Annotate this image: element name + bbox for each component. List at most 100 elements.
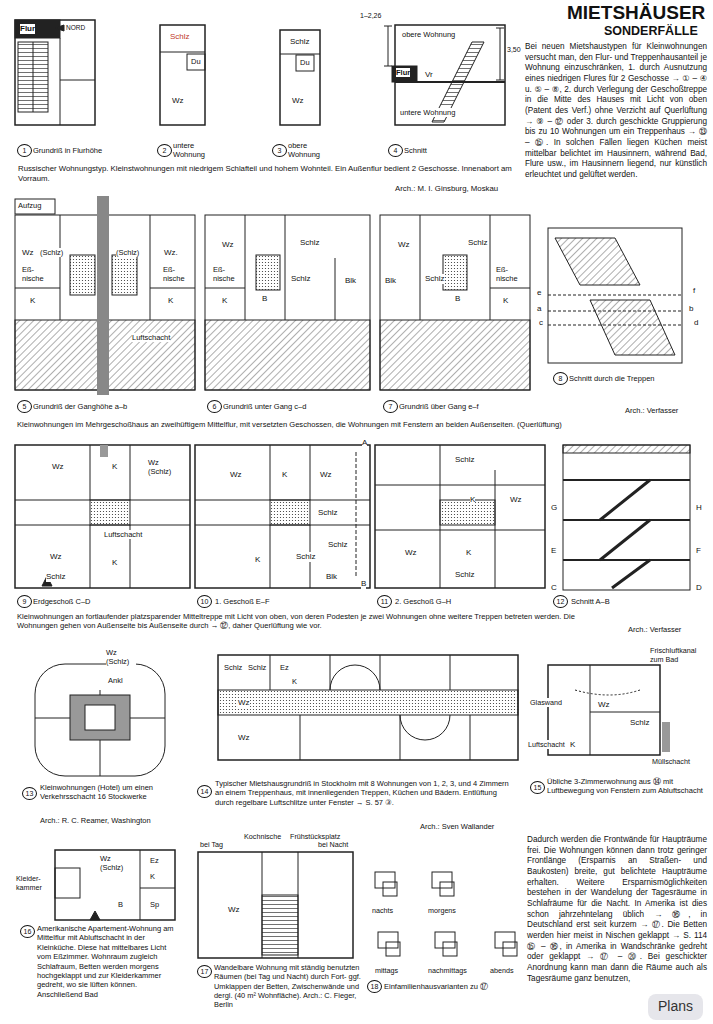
label: e <box>537 288 541 298</box>
callout-number: 14 <box>197 785 212 798</box>
callout-number: 18 <box>367 980 382 993</box>
label: untere Wohnung <box>173 141 221 160</box>
label: B <box>361 579 366 589</box>
label: Blk <box>345 276 356 286</box>
callout-number: 12 <box>553 595 568 608</box>
label: Eß-nische <box>22 265 48 284</box>
label: f <box>693 286 695 296</box>
label: K <box>570 740 575 750</box>
label: Schnitt <box>404 146 427 155</box>
label: A <box>362 438 367 448</box>
label: B <box>455 294 460 304</box>
label: Schnitt durch die Treppen <box>569 374 654 383</box>
label: D <box>696 583 702 593</box>
callout-number: 6 <box>207 400 222 413</box>
label: Schlz <box>224 663 242 672</box>
label: G <box>551 503 557 513</box>
label: Wz <box>405 548 417 558</box>
label: Grundriß über Gang e–f <box>399 402 479 411</box>
callout-number: 11 <box>377 595 392 608</box>
label: K <box>30 296 35 306</box>
label: Ez <box>150 856 159 865</box>
label: Arch.: Sven Wallander <box>420 822 494 831</box>
label: Flur <box>396 68 410 77</box>
label: B <box>262 294 267 304</box>
label: Du <box>300 58 310 67</box>
label: K <box>255 555 260 565</box>
label: H <box>696 503 702 513</box>
label: SONDERFÄLLE <box>604 24 698 40</box>
callout-number: 7 <box>383 400 398 413</box>
label: Wz (Schlz) <box>148 458 174 477</box>
label: Ankl <box>108 676 123 685</box>
label: Schlz <box>248 663 266 672</box>
label: Ez <box>280 663 289 672</box>
label: NORD <box>66 24 85 32</box>
label: a <box>537 304 541 314</box>
caption-text: Wandelbare Wohnung mit ständig benutzten… <box>214 963 362 1009</box>
label: Grundriß in Flurhöhe <box>33 146 102 155</box>
label: mittags <box>375 966 398 975</box>
callout-number: 3 <box>272 144 287 157</box>
label: K <box>112 558 117 568</box>
label: Wz <box>50 552 62 562</box>
label: (Schlz) <box>116 248 139 257</box>
label: K <box>112 462 117 472</box>
callout-number: 5 <box>17 400 32 413</box>
label: 2. Geschoß G–H <box>395 597 451 606</box>
label: K <box>150 872 155 881</box>
caption-text: Dadurch werden die Frontwände für Hauptr… <box>527 835 707 984</box>
label: Wz <box>228 905 240 915</box>
label: Schlz <box>468 238 488 248</box>
label: Eß-nische <box>163 265 189 284</box>
label: Grundriß der Ganghöhe a–b <box>33 402 127 411</box>
caption-text: Kleinwohnungen an fortlaufender platzspa… <box>17 612 617 631</box>
label: K <box>292 677 297 686</box>
label: Wz <box>320 470 332 480</box>
label: d <box>694 318 698 328</box>
callout-number: 17 <box>197 965 212 978</box>
label: morgens <box>428 906 456 915</box>
callout-number: 4 <box>388 144 403 157</box>
label: 1–2,26 <box>360 12 381 21</box>
label: 3,50 <box>507 46 521 55</box>
label: K <box>282 470 287 480</box>
label: Wz <box>510 495 522 505</box>
label: K <box>503 296 508 306</box>
label: obere Wohnung <box>288 141 336 160</box>
label: Wz <box>292 96 304 106</box>
label: Luftschacht <box>132 333 170 342</box>
caption-text: Typischer Mietshausgrundriß in Stockholm… <box>215 779 515 807</box>
callout-number: 2 <box>157 144 172 157</box>
label: Erdgeschoß C–D <box>33 597 91 606</box>
label: Grundriß unter Gang c–d <box>223 402 306 411</box>
label: Müllschacht <box>652 757 690 766</box>
label: obere Wohnung <box>402 30 455 39</box>
label: Wz <box>598 700 610 710</box>
label: E <box>551 546 556 556</box>
label: Schlz <box>296 552 316 562</box>
caption-text: Kleinwohnungen (Hotel) um einen Verkehrs… <box>40 783 175 802</box>
overlay-button: Plans <box>648 994 703 1020</box>
callout-number: 15 <box>530 781 545 794</box>
label: Glaswand <box>530 698 562 707</box>
label: nachmittags <box>428 966 467 975</box>
label: Kochnische <box>244 832 281 841</box>
label: (Schlz) <box>40 248 63 257</box>
label: Schlz <box>630 718 650 728</box>
callout-number: 13 <box>22 787 37 800</box>
label: Arch.: M. I. Ginsburg, Moskau <box>395 184 498 194</box>
label: Wz (Schlz) <box>100 854 130 873</box>
label: Eß-nische <box>213 265 239 284</box>
label: Schlz <box>300 238 320 248</box>
caption-text: Amerikanische Apartement-Wohnung am Mitt… <box>37 924 182 999</box>
page-title: MIETSHÄUSER <box>567 1 705 25</box>
label: Arch.: Verfasser <box>625 406 678 415</box>
label: Luftschacht <box>104 530 142 539</box>
label: Wz <box>52 462 64 472</box>
callout-number: 10 <box>197 595 212 608</box>
label: Wz <box>238 733 250 743</box>
label: K <box>470 495 475 505</box>
label: 1. Geschoß E–F <box>215 597 270 606</box>
